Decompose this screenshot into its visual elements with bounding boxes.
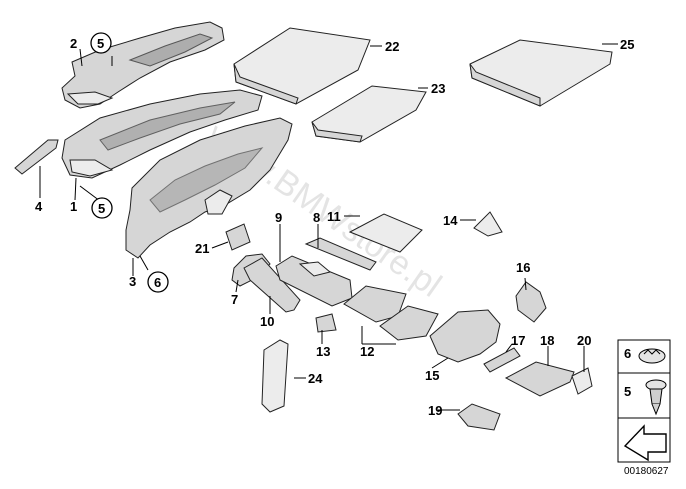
legend-label-5[interactable]: 5 — [624, 384, 631, 399]
part-4-strip[interactable] — [14, 139, 59, 175]
part-13-pad[interactable] — [315, 313, 337, 333]
callout-7[interactable]: 7 — [231, 292, 238, 307]
part-8-strip[interactable] — [304, 237, 377, 271]
legend-label-6[interactable]: 6 — [624, 346, 631, 361]
callout-6[interactable]: 6 — [154, 275, 161, 290]
part-16-insulation[interactable] — [515, 281, 547, 323]
callout-11[interactable]: 11 — [327, 209, 341, 224]
callout-21[interactable]: 21 — [195, 241, 209, 256]
part-20-pad[interactable] — [571, 367, 593, 395]
callout-25[interactable]: 25 — [620, 37, 634, 52]
callout-9[interactable]: 9 — [275, 210, 282, 225]
callout-20[interactable]: 20 — [577, 333, 591, 348]
callout-22[interactable]: 22 — [385, 39, 399, 54]
part-11-panel[interactable] — [348, 213, 423, 253]
callout-23[interactable]: 23 — [431, 81, 445, 96]
callout-5-ring-mid — [91, 197, 113, 219]
callout-12[interactable]: 12 — [360, 344, 374, 359]
callout-5-mid[interactable]: 5 — [98, 201, 105, 216]
callout-24[interactable]: 24 — [308, 371, 323, 386]
direction-arrow-icon — [623, 424, 667, 462]
part-10-panel[interactable] — [243, 257, 301, 313]
callout-3[interactable]: 3 — [129, 274, 136, 289]
callout-5-top[interactable]: 5 — [97, 36, 104, 51]
callout-5-ring-top — [90, 32, 112, 54]
part-15-floor-insulation[interactable] — [429, 309, 501, 363]
part-25-mat[interactable] — [469, 39, 613, 107]
callout-17[interactable]: 17 — [511, 333, 525, 348]
leader-lines — [39, 43, 618, 411]
part-2-upper-insulation[interactable] — [61, 21, 225, 109]
callout-8[interactable]: 8 — [313, 210, 320, 225]
callout-10[interactable]: 10 — [260, 314, 274, 329]
callout-18[interactable]: 18 — [540, 333, 554, 348]
part-12-tray[interactable] — [343, 285, 439, 341]
image-code: 00180627 — [624, 466, 669, 477]
callouts: 2 5 4 1 5 3 6 22 23 25 9 8 11 14 21 7 10… — [35, 32, 634, 418]
callout-14[interactable]: 14 — [443, 213, 458, 228]
part-19-pad[interactable] — [457, 403, 501, 431]
part-1-middle-insulation[interactable] — [61, 89, 263, 179]
part-23-mat[interactable] — [311, 85, 427, 143]
part-24-panel[interactable] — [261, 339, 289, 413]
callout-16[interactable]: 16 — [516, 260, 530, 275]
part-21-pad[interactable] — [225, 223, 251, 251]
part-14-pad[interactable] — [473, 211, 503, 237]
callout-2[interactable]: 2 — [70, 36, 77, 51]
part-17-strip[interactable] — [483, 347, 521, 373]
fastener-legend: 6 5 — [617, 339, 671, 463]
callout-6-ring — [147, 271, 169, 293]
expanding-rivet-icon — [645, 379, 667, 416]
callout-4[interactable]: 4 — [35, 199, 43, 214]
part-3-firewall-insulation[interactable] — [125, 117, 293, 259]
clip-icon — [638, 348, 666, 364]
callout-19[interactable]: 19 — [428, 403, 442, 418]
callout-15[interactable]: 15 — [425, 368, 439, 383]
callout-13[interactable]: 13 — [316, 344, 330, 359]
part-22-mat[interactable] — [233, 27, 371, 105]
callout-1[interactable]: 1 — [70, 199, 77, 214]
part-18-pad[interactable] — [504, 361, 575, 397]
